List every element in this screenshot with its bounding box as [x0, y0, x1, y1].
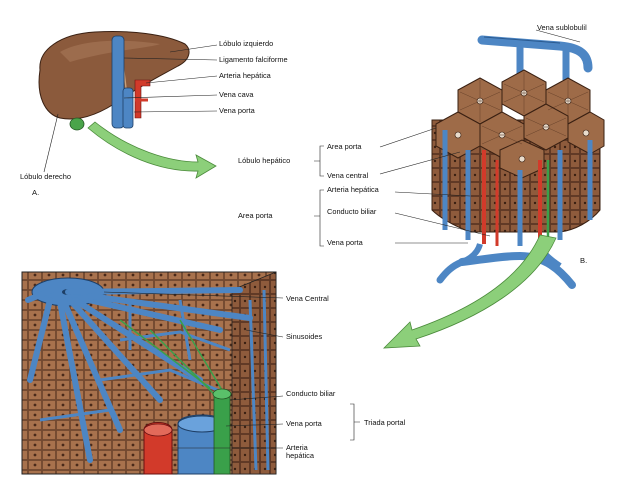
label-portal-area-main: Area porta	[238, 211, 273, 220]
liver-highlight	[60, 40, 160, 62]
label-bile-duct-c: Conducto biliar	[286, 389, 336, 398]
panel-letter-a: A.	[32, 188, 40, 197]
gallbladder	[69, 117, 85, 131]
portal-vein-trunk-b	[458, 251, 576, 289]
label-portal-area-b: Area porta	[327, 142, 362, 151]
label-portal-vein-a: Vena porta	[219, 106, 255, 115]
panel-b-leaders	[314, 29, 581, 247]
panel-a-leaders	[43, 44, 218, 173]
label-falciform-ligament: Ligamento falciforme	[219, 55, 288, 64]
sublobular-vein	[477, 35, 593, 73]
bile-duct-c	[213, 393, 231, 475]
label-central-vein-b: Vena central	[327, 171, 369, 180]
portal-vessels-b	[442, 130, 593, 246]
label-portal-vein-b: Vena porta	[327, 238, 363, 247]
bile-canaliculi-c	[119, 319, 223, 396]
sinusoids-c	[25, 287, 253, 463]
label-hepatic-lobule: Lóbulo hepático	[238, 156, 291, 165]
hepatic-artery-a	[134, 79, 151, 119]
label-hepatic-artery-a: Arteria hepática	[219, 71, 271, 80]
label-sublobular-vein: Vena sublobulil	[537, 23, 587, 32]
label-hepatic-artery-b: Arteria hepática	[327, 185, 379, 194]
panel-c-leaders	[103, 291, 360, 449]
label-portal-triad: Triada portal	[364, 418, 406, 427]
panel-a-liver	[38, 31, 218, 179]
panel-b-lobules	[314, 29, 605, 349]
label-sinusoids: Sinusoides	[286, 332, 323, 341]
label-vena-cava: Vena cava	[219, 90, 254, 99]
panel-c-tissue	[21, 271, 360, 475]
label-bile-duct-b: Conducto biliar	[327, 207, 377, 216]
label-central-vein-c: Vena Central	[286, 294, 329, 303]
arrow-a-to-b	[87, 121, 217, 179]
panel-letter-b: B.	[580, 256, 588, 265]
label-left-lobe: Lóbulo izquierdo	[219, 39, 274, 48]
label-hepatic-artery-c: Arteria hepática	[286, 443, 314, 460]
arrow-b-to-c	[382, 234, 557, 349]
vena-cava-a	[111, 35, 125, 129]
portal-vein-a	[122, 87, 134, 129]
label-portal-vein-c: Vena porta	[286, 419, 322, 428]
label-right-lobe: Lóbulo derecho	[20, 172, 71, 181]
